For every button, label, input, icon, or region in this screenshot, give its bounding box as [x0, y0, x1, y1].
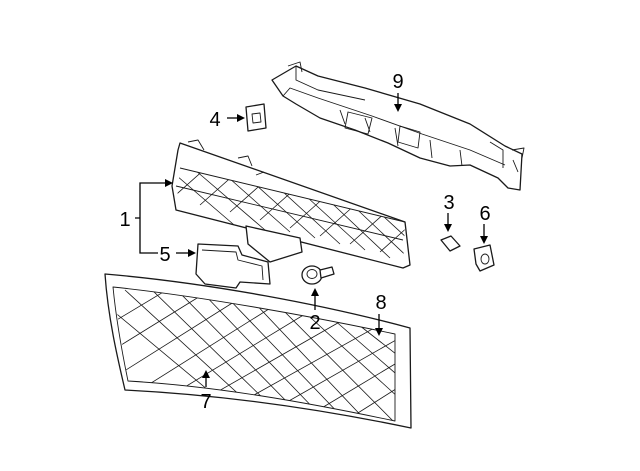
callout-leaders [135, 93, 488, 387]
callout-3: 3 [443, 192, 454, 214]
callout-2: 2 [309, 312, 320, 334]
callout-labels: 9 4 1 5 3 6 2 8 7 [119, 71, 490, 413]
callout-8: 8 [375, 292, 386, 314]
callout-6: 6 [479, 203, 490, 225]
part-5-emblem [195, 243, 271, 289]
part-3-clip [440, 235, 461, 252]
callout-4: 4 [209, 109, 220, 131]
callout-9: 9 [392, 71, 403, 93]
part-4-bracket [245, 103, 267, 132]
callout-1: 1 [119, 209, 130, 231]
part-9-radiator-support [271, 61, 525, 191]
upper-grille [171, 139, 411, 269]
part-7-lower-grille [104, 273, 412, 429]
callout-7: 7 [200, 391, 211, 413]
part-2-bolt [301, 265, 335, 285]
callout-5: 5 [159, 244, 170, 266]
part-6-retainer [473, 244, 495, 272]
